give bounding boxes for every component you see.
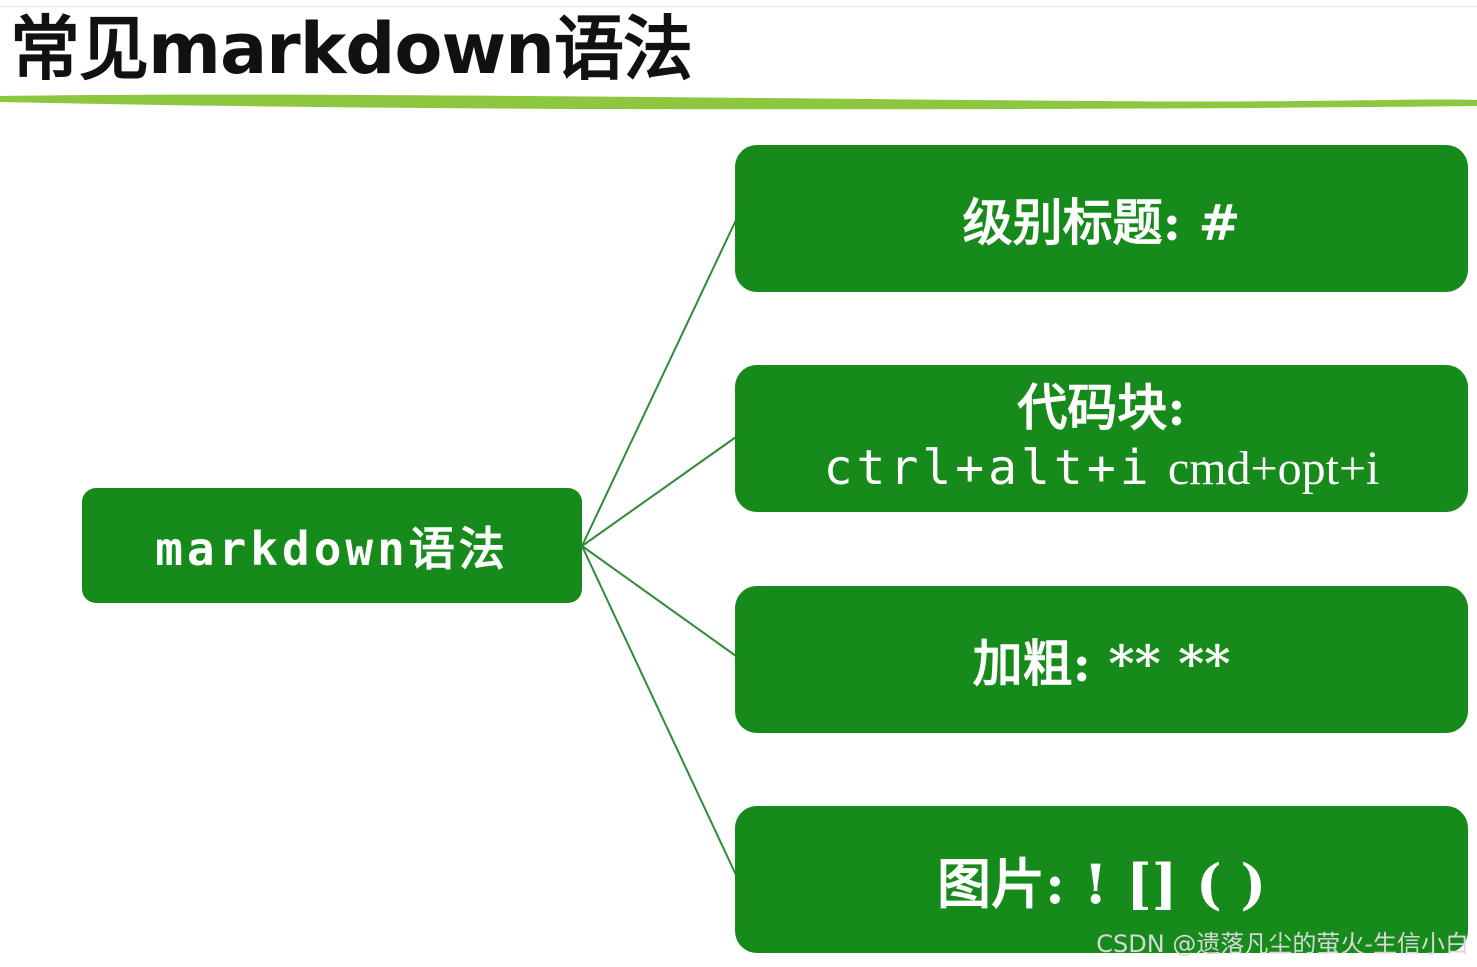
shortcut-mac: cmd+opt+i	[1167, 442, 1380, 495]
branch-node-heading: 级别标题: #	[735, 145, 1468, 292]
connector-3	[581, 545, 737, 657]
watermark: CSDN @遗落凡尘的萤火-生信小白	[1096, 930, 1469, 958]
branch-node-code-block-shortcuts: ctrl+alt+i cmd+opt+i	[824, 438, 1380, 499]
branch-node-bold: 加粗: ** **	[735, 586, 1468, 733]
connector-4	[581, 545, 737, 876]
root-node-label: markdown语法	[155, 521, 509, 576]
branch-node-image-label: 图片: ! [] ( )	[936, 852, 1267, 916]
root-node: markdown语法	[82, 488, 582, 603]
branch-node-image: 图片: ! [] ( )	[735, 806, 1468, 953]
branch-node-code-block-title: 代码块:	[1017, 378, 1186, 437]
connector-2	[581, 436, 737, 547]
branch-node-heading-label: 级别标题: #	[962, 192, 1241, 252]
shortcut-windows: ctrl+alt+i	[823, 440, 1153, 496]
connector-1	[581, 219, 737, 547]
top-divider	[0, 6, 1477, 7]
branch-node-code-block: 代码块: ctrl+alt+i cmd+opt+i	[735, 365, 1468, 512]
page-title: 常见markdown语法	[10, 8, 693, 90]
title-underline	[0, 94, 1477, 110]
branch-node-bold-label: 加粗: ** **	[972, 633, 1231, 693]
